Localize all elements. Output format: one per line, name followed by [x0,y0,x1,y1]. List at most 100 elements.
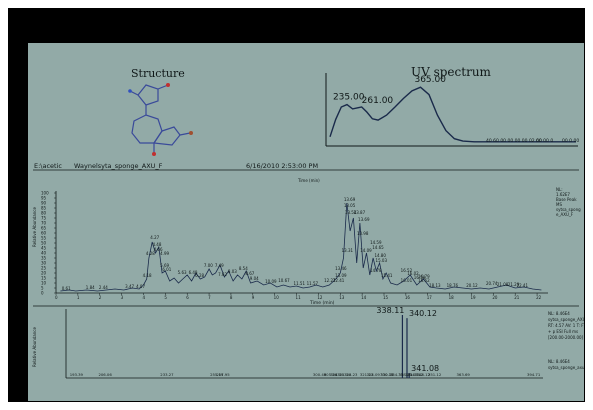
chromatogram-x-label: Time (min) [309,300,335,306]
chromatogram-peak-label: 13.46 [335,266,347,271]
ms-baseline-label: 330.15 [380,372,394,377]
chromatogram-peak-label: 14.65 [372,245,384,250]
chromatogram-x-tick: 16 [405,295,411,300]
chromatogram-peak-label: 11.51 [294,281,306,286]
molecule-oxygen [152,152,156,156]
chromatogram-chart: 1009590858075706560555045403530252015105… [32,169,581,306]
ms-baseline-label: 346.12 [417,372,431,377]
ms-baseline-label: 257.95 [216,372,230,377]
ms-info: [200.00-2000.00] [548,335,584,340]
ms-info-2: NL: 8.46E4 [548,359,570,364]
chromatogram-x-tick: 7 [208,295,211,300]
chromatogram-peak-label: 10.67 [278,278,290,283]
molecule-azepine-ring [131,114,163,144]
chromatogram-peak-label: 16.02 [407,271,419,276]
chromatogram-x-tick: 11 [296,295,302,300]
uv-peak-label: 365.00 [414,75,446,85]
chromatogram-peak-label: 22.41 [517,283,529,288]
chromatogram-info: NL: [556,187,563,192]
chromatogram-x-tick: 1 [77,295,80,300]
chromatogram-peak-label: 16.62 [418,278,430,283]
chromatogram-x-tick: 4 [142,295,145,300]
chromatogram-y-label: Relative Abundance [32,207,37,247]
chromatogram-peak-label: 6.28 [195,273,204,278]
chromatogram-peak-label: 11.57 [307,281,319,286]
chromatogram-peak-label: 4.99 [160,251,169,256]
ms-baseline-label: 206.06 [98,372,112,377]
chromatogram-y-tick: 75 [41,216,47,221]
chromatogram-peak-label: 4.66 [154,247,163,252]
chromatogram-peak-label: 13.69 [344,197,356,202]
ms-baseline-label: 193.39 [70,372,84,377]
chromatogram-peak-label: 4.18 [143,273,152,278]
ms-info: NL: 8.46E4 [548,311,570,316]
chromatogram-y-tick: 50 [41,241,47,246]
chromatogram-peak-label: 12.27 [324,278,336,283]
chromatogram-y-tick: 15 [41,276,47,281]
chromatogram-y-tick: 100 [41,191,49,196]
ms-baseline-label: 314.23 [344,372,358,377]
chromatogram-info: Base Peak [556,197,577,202]
chromatogram-peak-label: 1.84 [86,285,95,290]
molecule-structure [128,83,193,156]
ms-baseline-label: 305.24 [324,372,338,377]
chromatogram-info: sytsa_spong [556,207,581,212]
chromatogram-peak-label: 4.28 [146,251,155,256]
chromatogram-x-tick: 14 [361,295,367,300]
chromatogram-x-tick: 19 [470,295,476,300]
chromatogram-peak-label: 20.74 [486,281,498,286]
structure-title: Structure [131,67,185,80]
chromatogram-peak-label: 4.48 [152,242,161,247]
chromatogram-peak-label: 13.09 [335,273,347,278]
chromatogram-peak-label: 18.76 [447,283,459,288]
chromatogram-peak-label: 16.01 [401,278,413,283]
chromatogram-peak-label: 5.63 [178,270,187,275]
chromatogram-y-tick: 90 [41,201,47,206]
chromatogram-peak-label: 21.29 [508,282,520,287]
chromatogram-peak-label: 20.12 [466,283,478,288]
chromatogram-y-tick: 55 [41,236,47,241]
file-path: E:\acetic [34,162,62,170]
chromatogram-info: e_AXU_F [556,212,574,217]
chromatogram-peak-label: 16.79 [418,274,430,279]
chromatogram-y-tick: 45 [41,246,47,251]
chromatogram-peak-label: 4.27 [150,235,159,240]
chromatogram-x-tick: 18 [449,295,455,300]
chromatogram-info: MS [556,202,562,207]
ms-peak-label: 338.11 [376,306,404,315]
chromatogram-y-tick: 95 [41,196,47,201]
chromatogram-y-tick: 10 [41,281,47,286]
ms-baseline-label: 255.19 [210,372,224,377]
ms-info: RT: 4.57 AV: 1 T: FTMS [548,323,584,328]
chromatogram-peak-label: 12.41 [333,278,345,283]
chromatogram-y-tick: 65 [41,226,47,231]
chromatogram-y-tick: 40 [41,251,47,256]
chromatogram-y-tick: 35 [41,256,47,261]
chromatogram-y-tick: 25 [41,266,47,271]
chromatogram-peak-label: 6.49 [189,270,198,275]
chromatogram-peak-label: 13.31 [342,248,354,253]
chromatogram-y-tick: 30 [41,261,47,266]
ms-baseline-label: 363.69 [457,372,471,377]
chromatogram-x-tick: 3 [121,295,124,300]
chromatogram-peak-label: 5.69 [160,263,169,268]
ms-baseline-label: 343.12 [410,372,424,377]
chromatogram-peak-label: 2.44 [99,285,108,290]
molecule-nitrogen [128,89,132,93]
ms-baseline-label: 330.11 [380,372,394,377]
chromatogram-peak-label: 3.47 [125,284,134,289]
chromatogram-peak-label: 0.61 [62,286,71,291]
chromatogram-time-header: Time (min) [297,178,320,183]
molecule-imidazole-ring [137,84,159,106]
ms-info: + p ESI Full ms [548,329,578,334]
chromatogram-peak-label: 13.69 [358,217,370,222]
chromatogram-y-tick: 70 [41,221,47,226]
chromatogram-x-tick: 13 [339,295,345,300]
chromatogram-peak-label: 16.58 [414,275,426,280]
chromatogram-y-tick: 60 [41,231,47,236]
ms-baseline-label: 334.35 [390,372,404,377]
ms-baseline-label: 341.07 [405,372,419,377]
